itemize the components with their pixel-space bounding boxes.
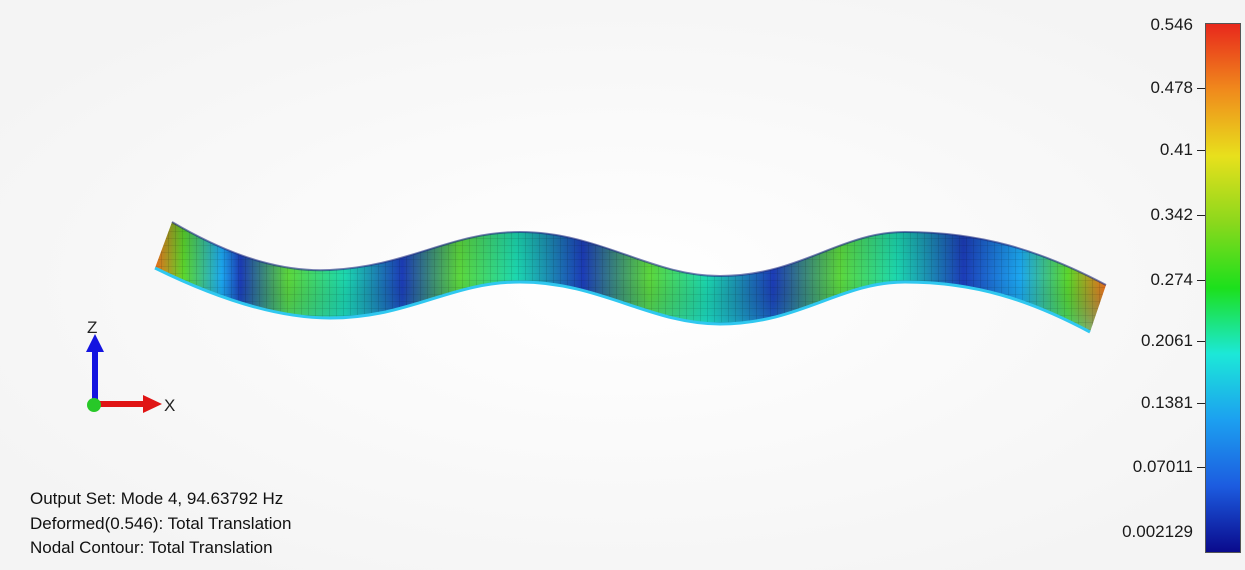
contour-text: Nodal Contour: Total Translation [30,538,273,557]
z-axis-label: Z [87,318,98,337]
legend-label: 0.41 [1159,140,1193,159]
output-set-text: Output Set: Mode 4, 94.63792 Hz [30,489,284,508]
legend-label: 0.274 [1150,270,1193,289]
beam-top-edge [171,221,1107,286]
legend-tick [1197,150,1205,151]
x-axis-arrowhead [143,395,162,413]
legend-label-max: 0.546 [1150,15,1193,34]
legend-tick [1197,467,1205,468]
color-legend-bar [1205,23,1241,553]
legend-label-min: 0.002129 [1122,522,1193,541]
legend-tick [1197,215,1205,216]
legend-label: 0.2061 [1141,331,1193,350]
y-axis-dot [87,398,101,412]
legend-label: 0.1381 [1141,393,1193,412]
deformed-text: Deformed(0.546): Total Translation [30,514,292,533]
legend-tick [1197,403,1205,404]
legend-label: 0.478 [1150,78,1193,97]
legend-tick [1197,341,1205,342]
beam-bottom-edge [154,266,1091,334]
x-axis-label: X [164,396,176,415]
beam-mesh [155,222,1106,332]
legend-label: 0.07011 [1132,457,1193,476]
legend-tick [1197,280,1205,281]
legend-tick [1197,88,1205,89]
z-axis-arrowhead [86,334,104,352]
deformed-beam [154,221,1107,334]
axis-triad [86,334,162,413]
legend-label: 0.342 [1150,205,1193,224]
